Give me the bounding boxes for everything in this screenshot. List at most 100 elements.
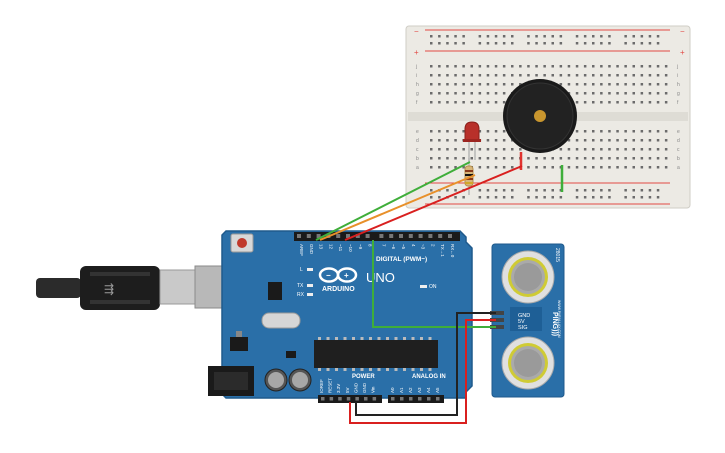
header-pin[interactable]: [438, 234, 443, 238]
breadboard-hole[interactable]: [519, 74, 522, 77]
breadboard-hole[interactable]: [438, 148, 441, 151]
breadboard-hole[interactable]: [583, 42, 587, 45]
header-pin[interactable]: [399, 234, 403, 238]
breadboard-hole[interactable]: [502, 166, 506, 169]
breadboard-holes[interactable]: [430, 35, 668, 199]
breadboard-hole[interactable]: [446, 74, 449, 77]
breadboard-hole[interactable]: [624, 166, 627, 169]
breadboard-hole[interactable]: [446, 148, 449, 151]
header-pin[interactable]: [297, 234, 301, 238]
breadboard-hole[interactable]: [446, 157, 449, 160]
breadboard-hole[interactable]: [592, 139, 595, 142]
breadboard-hole[interactable]: [664, 148, 668, 151]
breadboard-hole[interactable]: [478, 166, 482, 169]
breadboard-hole[interactable]: [583, 83, 587, 86]
breadboard-hole[interactable]: [462, 148, 465, 151]
breadboard-hole[interactable]: [494, 139, 498, 142]
breadboard-hole[interactable]: [486, 139, 490, 142]
breadboard-hole[interactable]: [575, 101, 579, 104]
breadboard-hole[interactable]: [446, 101, 449, 104]
breadboard-hole[interactable]: [632, 65, 636, 68]
piezo-buzzer[interactable]: [503, 79, 577, 192]
breadboard-hole[interactable]: [664, 139, 668, 142]
wire-green-sig[interactable]: [372, 240, 496, 328]
breadboard-hole[interactable]: [583, 74, 587, 77]
breadboard-hole[interactable]: [543, 157, 546, 160]
breadboard-hole[interactable]: [438, 74, 441, 77]
breadboard-hole[interactable]: [640, 101, 644, 104]
breadboard-hole[interactable]: [624, 196, 627, 199]
wire-red-5v[interactable]: [349, 319, 496, 424]
breadboard-hole[interactable]: [592, 92, 595, 95]
breadboard-hole[interactable]: [494, 189, 498, 192]
breadboard-hole[interactable]: [535, 35, 538, 38]
breadboard-hole[interactable]: [438, 157, 441, 160]
breadboard-hole[interactable]: [640, 83, 644, 86]
header-pin[interactable]: [418, 397, 422, 401]
breadboard-hole[interactable]: [486, 130, 490, 133]
breadboard-hole[interactable]: [446, 35, 449, 38]
breadboard-hole[interactable]: [543, 166, 546, 169]
breadboard-hole[interactable]: [502, 130, 506, 133]
breadboard-hole[interactable]: [446, 92, 449, 95]
breadboard-hole[interactable]: [438, 139, 441, 142]
breadboard-hole[interactable]: [567, 148, 571, 151]
breadboard-hole[interactable]: [486, 35, 490, 38]
breadboard-hole[interactable]: [511, 148, 514, 151]
breadboard-hole[interactable]: [624, 157, 627, 160]
breadboard-hole[interactable]: [640, 92, 644, 95]
breadboard-hole[interactable]: [640, 65, 644, 68]
breadboard-hole[interactable]: [438, 42, 441, 45]
breadboard-hole[interactable]: [511, 166, 514, 169]
breadboard-hole[interactable]: [438, 35, 441, 38]
breadboard-hole[interactable]: [454, 42, 457, 45]
breadboard-hole[interactable]: [656, 74, 660, 77]
wires[interactable]: [315, 161, 523, 424]
breadboard-hole[interactable]: [600, 139, 603, 142]
breadboard-hole[interactable]: [486, 74, 490, 77]
breadboard-hole[interactable]: [656, 130, 660, 133]
header-pin[interactable]: [329, 397, 334, 401]
breadboard-hole[interactable]: [494, 101, 498, 104]
breadboard-hole[interactable]: [583, 130, 587, 133]
breadboard-hole[interactable]: [664, 130, 668, 133]
breadboard-hole[interactable]: [600, 83, 603, 86]
breadboard-hole[interactable]: [486, 157, 490, 160]
breadboard-hole[interactable]: [608, 130, 611, 133]
breadboard-hole[interactable]: [478, 101, 482, 104]
breadboard-hole[interactable]: [583, 65, 587, 68]
breadboard-hole[interactable]: [478, 83, 482, 86]
breadboard-hole[interactable]: [478, 42, 482, 45]
breadboard-hole[interactable]: [592, 42, 595, 45]
breadboard-hole[interactable]: [551, 166, 555, 169]
breadboard-hole[interactable]: [616, 65, 619, 68]
breadboard-hole[interactable]: [632, 92, 636, 95]
breadboard-hole[interactable]: [632, 83, 636, 86]
breadboard-hole[interactable]: [430, 101, 433, 104]
breadboard-hole[interactable]: [511, 196, 514, 199]
breadboard-hole[interactable]: [470, 148, 474, 151]
breadboard-hole[interactable]: [575, 189, 579, 192]
breadboard-hole[interactable]: [567, 83, 571, 86]
breadboard-hole[interactable]: [511, 65, 514, 68]
breadboard-hole[interactable]: [470, 83, 474, 86]
breadboard-hole[interactable]: [664, 65, 668, 68]
breadboard-hole[interactable]: [648, 92, 652, 95]
ping-ultrasonic-sensor[interactable]: GND 5V SIG PING))) WWW.PARALLAX.COM 2801…: [490, 243, 565, 398]
breadboard-hole[interactable]: [624, 92, 627, 95]
wire-orange[interactable]: [319, 174, 476, 241]
breadboard-hole[interactable]: [664, 92, 668, 95]
breadboard-hole[interactable]: [559, 35, 563, 38]
breadboard-hole[interactable]: [624, 35, 627, 38]
breadboard-hole[interactable]: [608, 42, 611, 45]
breadboard-hole[interactable]: [608, 65, 611, 68]
breadboard-hole[interactable]: [656, 92, 660, 95]
breadboard-hole[interactable]: [454, 65, 457, 68]
breadboard-hole[interactable]: [527, 35, 530, 38]
breadboard-hole[interactable]: [462, 166, 465, 169]
breadboard-hole[interactable]: [438, 101, 441, 104]
breadboard-hole[interactable]: [519, 148, 522, 151]
breadboard-hole[interactable]: [535, 196, 538, 199]
breadboard-hole[interactable]: [640, 42, 644, 45]
